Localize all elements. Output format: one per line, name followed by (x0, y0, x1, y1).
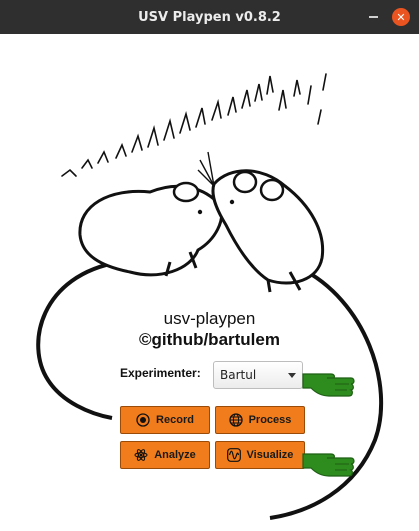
close-icon[interactable]: ✕ (392, 8, 410, 26)
experimenter-select[interactable]: Bartul (213, 361, 303, 389)
analyze-button[interactable]: Analyze (120, 441, 210, 469)
minimize-icon[interactable] (364, 8, 382, 26)
record-button-label: Record (156, 414, 194, 426)
visualize-icon (226, 448, 241, 462)
process-icon (228, 413, 243, 427)
experimenter-select-value: Bartul (220, 368, 257, 382)
pointing-hand-icon (302, 373, 355, 397)
visualize-button[interactable]: Visualize (215, 441, 305, 469)
record-button[interactable]: Record (120, 406, 210, 434)
process-button-label: Process (248, 414, 292, 426)
visualize-button-label: Visualize (246, 449, 294, 461)
record-icon (136, 413, 150, 427)
title-bar: USV Playpen v0.8.2 ✕ (0, 0, 419, 34)
analyze-icon (134, 449, 148, 461)
app-title: usv-playpen (163, 309, 256, 328)
vocalization-streaks (61, 73, 327, 177)
mice-illustration (36, 73, 384, 520)
pointing-hand-icon (302, 453, 355, 477)
window-title: USV Playpen v0.8.2 (138, 9, 281, 25)
process-button[interactable]: Process (215, 406, 305, 434)
analyze-button-label: Analyze (154, 449, 196, 461)
experimenter-label: Experimenter: (120, 366, 201, 380)
chevron-down-icon (288, 373, 296, 378)
app-credit: ©github/bartulem (139, 330, 280, 349)
